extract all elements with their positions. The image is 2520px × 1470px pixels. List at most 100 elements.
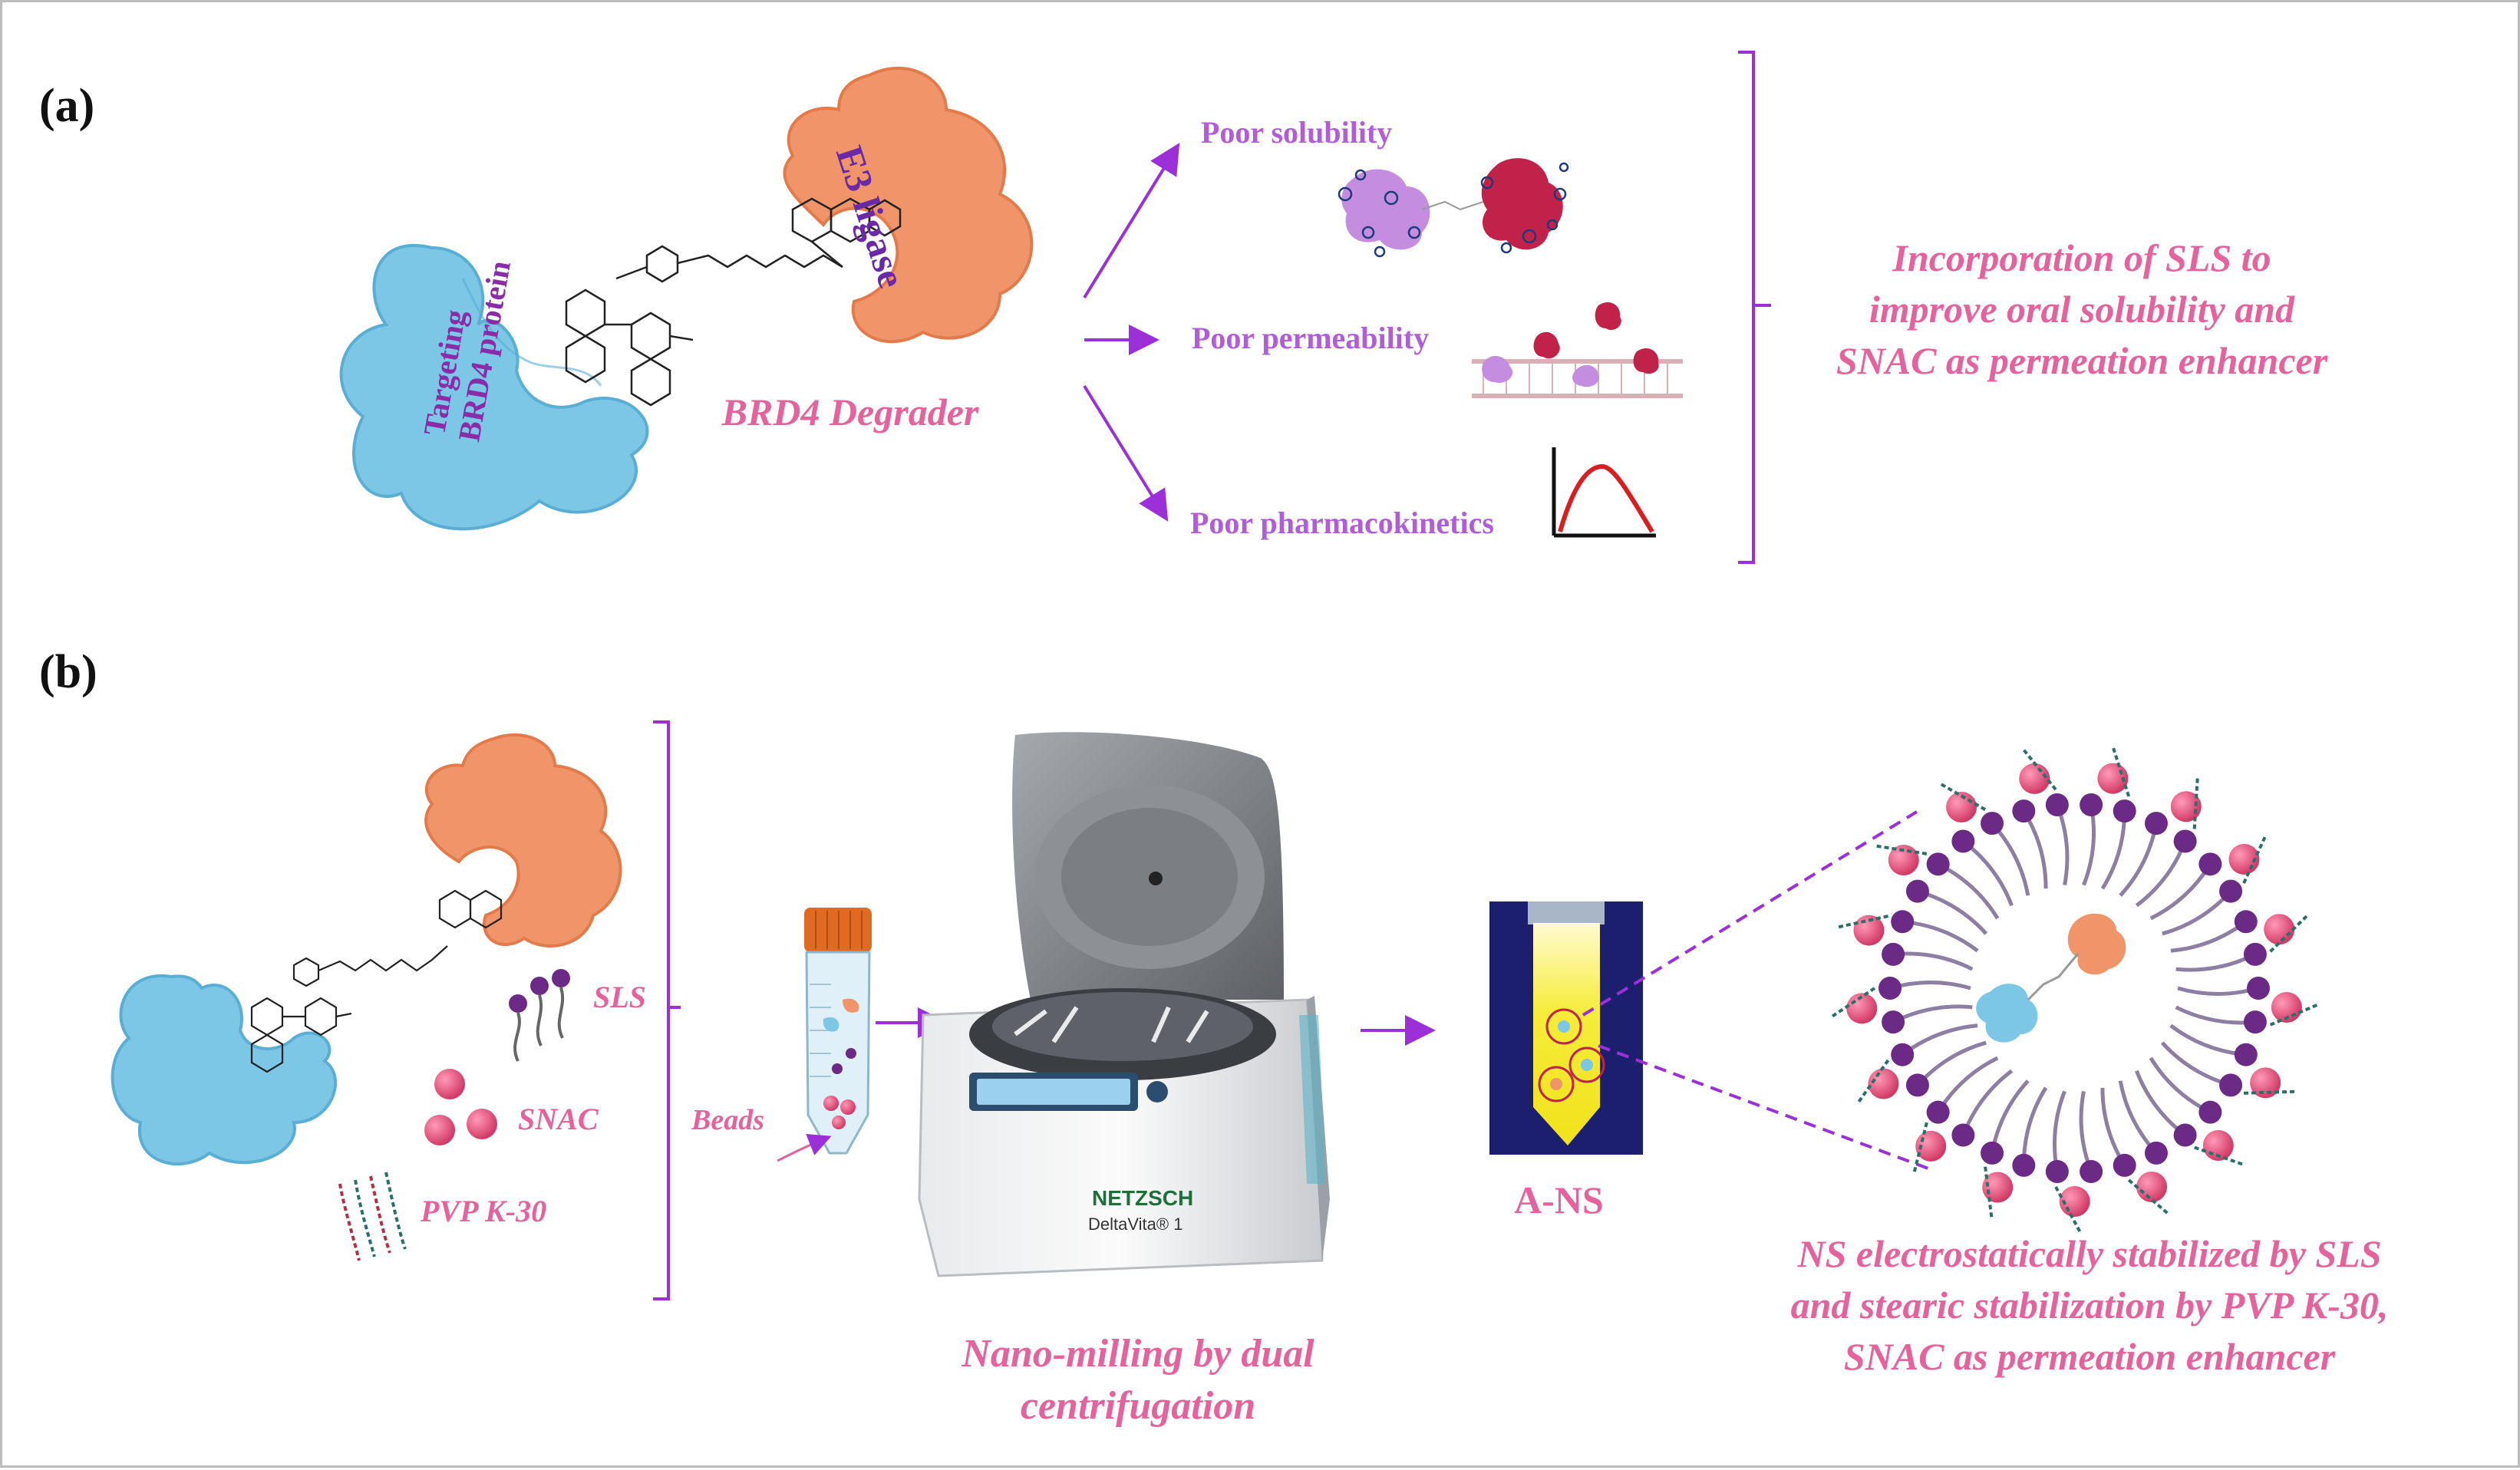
centrifuge-icon — [918, 732, 1330, 1277]
lipid-tail — [1889, 981, 1971, 990]
pvp-label: PVP K-30 — [421, 1194, 547, 1228]
lipid-head — [2045, 1159, 2069, 1183]
lipid-head — [2012, 1153, 2036, 1177]
lipid-head — [1981, 1141, 2004, 1165]
lipid-tail — [1936, 1056, 1999, 1114]
lipid-head — [2045, 793, 2069, 817]
lipid-head — [2243, 942, 2267, 966]
pvp-chain — [1912, 1122, 1928, 1175]
pvp-chain — [2192, 776, 2199, 829]
lipid-tail — [1961, 839, 2014, 907]
lipid-tail — [1892, 1004, 1973, 1024]
pvp-chain — [2020, 747, 2057, 791]
lipid-head — [1878, 977, 1902, 1000]
pvp-chain — [2242, 834, 2268, 884]
lipid-head — [1905, 1073, 1929, 1097]
result-line-2: and stearic stabilization by PVP K-30, — [1790, 1284, 2389, 1327]
bracket-b — [653, 720, 681, 1300]
falcon-tube-icon — [804, 908, 872, 1155]
pvp-chain — [2054, 1185, 2083, 1234]
process-text: Nano-milling by dual centrifugation — [892, 1328, 1384, 1432]
pvp-chain — [2269, 1002, 2320, 1027]
lipid-tail — [2021, 1086, 2048, 1165]
conclusion-text-a: Incorporation of SLS to improve oral sol… — [1767, 232, 2396, 387]
brd4-protein-icon — [339, 244, 649, 531]
result-text: NS electrostatically stabilized by SLS a… — [1690, 1228, 2489, 1383]
pvp-chain — [1874, 844, 1928, 855]
zoom-line-top — [1582, 810, 1918, 1017]
issue-pharmacokinetics: Poor pharmacokinetics — [1190, 506, 1494, 540]
lipid-tail — [2052, 1090, 2066, 1172]
arrow-pk — [1083, 384, 1169, 522]
lipid-tail — [2022, 809, 2048, 889]
pvp-chain — [2127, 1178, 2171, 1216]
lipid-head — [1891, 910, 1915, 934]
lipid-tail — [1961, 1069, 2014, 1136]
encapsulated-linker — [2027, 953, 2080, 1001]
lipid-head — [2080, 793, 2103, 817]
lipid-tail — [2055, 804, 2070, 886]
lipid-head — [1882, 942, 1905, 966]
lipid-tail — [2135, 840, 2187, 908]
encapsulated-e3 — [2067, 913, 2126, 975]
lipid-head — [2198, 852, 2222, 876]
process-line-1: Nano-milling by dual — [961, 1332, 1314, 1376]
lipid-tail — [1937, 862, 2000, 920]
lipid-tail — [1991, 822, 2030, 896]
e3-ligase-icon — [783, 66, 1034, 344]
lipid-head — [2234, 1043, 2258, 1066]
pvp-icon — [338, 1172, 407, 1261]
lipid-tail — [1916, 1040, 1987, 1087]
pvp-chain — [1855, 1059, 1890, 1105]
lipid-tail — [2118, 1080, 2158, 1155]
pvp-chain — [2269, 913, 2310, 953]
lipid-head — [2012, 799, 2036, 823]
lipid-head — [1891, 1043, 1915, 1066]
snac-bead — [2019, 763, 2050, 794]
issue-permeability: Poor permeability — [1192, 321, 1430, 355]
zoom-line-bottom — [1598, 1044, 1929, 1170]
chemical-structure-icon — [565, 197, 902, 407]
lipid-head — [2173, 829, 2197, 853]
conclusion-line-3: SNAC as permeation enhancer — [1836, 339, 2328, 382]
degrader-label: BRD4 Degrader — [721, 391, 979, 433]
pvp-chain — [2111, 745, 2131, 797]
lipid-head — [1926, 1100, 1950, 1124]
lipid-tail — [2162, 889, 2232, 936]
lipid-tail — [2149, 1056, 2212, 1114]
lipid-tail — [2119, 822, 2159, 897]
lipid-tail — [2175, 1005, 2256, 1025]
lipid-head — [2219, 879, 2243, 903]
chemical-structure-icon-b — [250, 889, 503, 1073]
conclusion-line-2: improve oral solubility and — [1869, 288, 2295, 331]
lipid-tail — [2175, 952, 2257, 972]
lipid-tail — [2100, 811, 2127, 890]
lipid-tail — [2100, 1087, 2126, 1167]
micelle-icon — [1829, 745, 2320, 1234]
lipid-head — [2234, 910, 2258, 934]
lipid-tail — [1990, 1079, 2030, 1154]
lipid-tail — [1892, 951, 1974, 971]
lipid-tail — [2149, 862, 2212, 921]
lipid-head — [1981, 812, 2004, 836]
lipid-head — [2198, 1100, 2222, 1124]
beads-label: Beads — [691, 1104, 764, 1136]
lipid-tail — [2135, 1070, 2187, 1137]
brand-text: NETZSCH — [1092, 1186, 1193, 1210]
lipid-head — [2144, 1141, 2168, 1165]
lipid-head — [2080, 1159, 2103, 1183]
pvp-chain — [1938, 781, 1987, 811]
bracket-a — [1738, 51, 1771, 564]
panel-label-a: (a) — [39, 80, 95, 132]
lipid-head — [2113, 799, 2136, 823]
pvp-chain — [2194, 1145, 2245, 1167]
issue-solubility: Poor solubility — [1201, 115, 1393, 150]
lipid-head — [2144, 812, 2168, 836]
lipid-head — [1951, 829, 1975, 853]
lipid-tail — [2169, 1023, 2247, 1057]
lipid-head — [2247, 977, 2270, 1000]
e3-ligase-icon-b — [424, 733, 622, 948]
snac-label: SNAC — [518, 1102, 599, 1136]
lipid-head — [1882, 1010, 1905, 1034]
